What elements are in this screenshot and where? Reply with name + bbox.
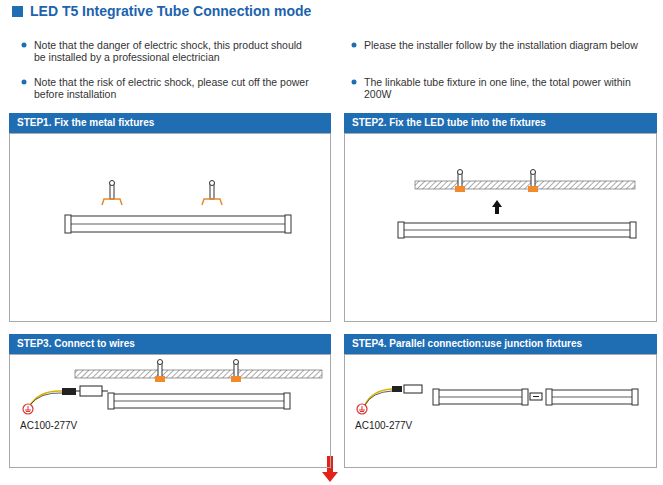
safety-note: Note that the risk of electric shock, pl… [34,76,314,100]
junction [533,396,539,397]
step-panel: STEP2. Fix the LED tube into the fixture… [344,133,657,322]
safety-note: Note that the danger of electric shock, … [34,39,314,63]
step-panel: STEP3. Connect to wires [9,354,331,468]
screw-head [210,181,215,186]
up-arrow [492,200,502,214]
tube-cap [285,215,291,233]
step-header: STEP1. Fix the metal fixtures [9,113,331,133]
metal-clip [155,376,165,382]
install-note: The linkable tube fixture in one line, t… [364,76,644,100]
bullet-dot [22,43,27,48]
tube-line [403,230,631,231]
plug [404,385,422,393]
cable [30,393,62,405]
tube-cap [433,389,439,405]
ground-symbol [23,404,33,414]
metal-clip [202,199,222,205]
voltage-label: AC100-277V [19,420,78,431]
tube-cap [108,393,114,409]
step-header: STEP3. Connect to wires [9,334,331,354]
ground-symbol [357,404,367,414]
junction [530,393,542,400]
tube-cap [65,215,71,233]
step-panel: STEP4. Parallel connection:use junction … [344,354,657,468]
tube-cap [522,389,528,405]
tube-cap [284,393,290,409]
ground-symbol [359,406,365,412]
step-header: STEP2. Fix the LED tube into the fixture… [344,113,657,133]
plug [80,386,102,396]
bullet-dot [352,43,357,48]
tube-line [438,397,523,398]
cable [365,389,392,405]
tube-line [551,397,633,398]
tube-cap [632,389,638,405]
tube-body [551,390,633,404]
voltage-label: AC100-277V [354,420,413,431]
title-square [12,6,23,17]
metal-clip [231,376,241,382]
plug [62,388,76,395]
ceiling [75,370,322,378]
plug-pin [76,390,108,391]
screw-head [531,170,536,175]
metal-clip [528,186,538,192]
ceiling [415,181,635,189]
metal-clip [102,199,122,205]
tube-body [403,223,631,237]
metal-clip [455,186,465,192]
step-header: STEP4. Parallel connection:use junction … [344,334,657,354]
plug [392,386,402,392]
cable [365,391,392,405]
page-title: LED T5 Integrative Tube Connection mode [30,3,311,19]
bullet-dot [22,80,27,85]
tube-body [438,390,523,404]
tube-cap [398,222,404,238]
step-panel: STEP1. Fix the metal fixtures [9,133,331,322]
tube-line [113,401,285,402]
tube-line [70,224,286,225]
tube-cap [630,222,636,238]
tube-body [113,394,285,408]
bullet-dot [352,80,357,85]
tube-cap [546,389,552,405]
cable [30,391,62,405]
install-note: Please the installer follow by the insta… [364,39,644,51]
screw-head [458,170,463,175]
next-arrow [322,456,338,482]
ground-symbol [25,406,31,412]
tube-body [70,216,286,232]
screw-head [234,360,239,365]
screw-head [158,360,163,365]
screw-head [110,181,115,186]
